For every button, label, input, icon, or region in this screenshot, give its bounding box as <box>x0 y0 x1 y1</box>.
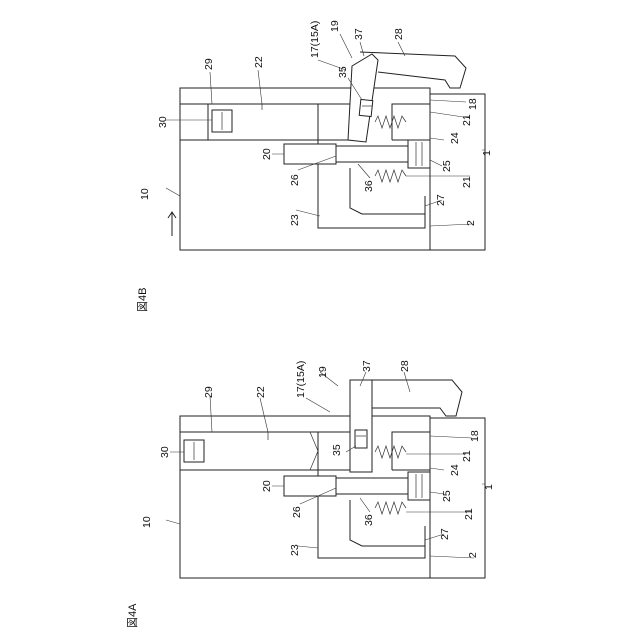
label-21b-4a: 21 <box>463 508 475 520</box>
label-35-4b: 35 <box>337 66 349 78</box>
head-25-4b <box>408 140 430 168</box>
label-1-4b: 1 <box>481 150 493 156</box>
label-24-4a: 24 <box>449 464 461 476</box>
label-29-4b: 29 <box>203 58 215 70</box>
housing-18-4a <box>392 432 430 470</box>
label-21b-4b: 21 <box>461 176 473 188</box>
spring-lower-4a <box>375 502 406 514</box>
label-28-4a: 28 <box>399 360 411 372</box>
label-18-4a: 18 <box>469 430 481 442</box>
label-10-4b: 10 <box>139 188 151 200</box>
label-36-4a: 36 <box>363 514 375 526</box>
label-20-4b: 20 <box>261 148 273 160</box>
label-25-4b: 25 <box>441 160 453 172</box>
label-10-4a: 10 <box>141 516 153 528</box>
figure-4a: 図4A <box>126 360 495 628</box>
label-17-4a: 17(15A) <box>295 361 307 398</box>
shaft-26-4a <box>336 478 408 494</box>
label-30-4b: 30 <box>157 116 169 128</box>
label-2-4b: 2 <box>465 220 477 226</box>
label-22-4a: 22 <box>255 386 267 398</box>
label-18-4b: 18 <box>467 98 479 110</box>
housing-18-4b <box>392 104 430 140</box>
pin-35-4a <box>355 430 367 448</box>
label-24-4b: 24 <box>449 132 461 144</box>
label-2-4a: 2 <box>467 552 479 558</box>
label-25-4a: 25 <box>441 490 453 502</box>
spring-upper-4a <box>375 446 406 458</box>
shaft-26-4b <box>336 146 408 162</box>
lower-rod-20-4a <box>284 476 336 496</box>
label-21a-4b: 21 <box>461 114 473 126</box>
label-28-4b: 28 <box>393 28 405 40</box>
label-21a-4a: 21 <box>461 450 473 462</box>
label-26-4a: 26 <box>291 506 303 518</box>
label-29-4a: 29 <box>203 386 215 398</box>
label-37-4b: 37 <box>353 28 365 40</box>
label-27-4a: 27 <box>439 528 451 540</box>
spring-upper-4b <box>375 116 406 128</box>
spring-lower-4b <box>375 170 406 182</box>
label-17-4b: 17(15A) <box>309 21 321 58</box>
figure-title-4b: 図4B <box>136 288 149 312</box>
label-27-4b: 27 <box>435 194 447 206</box>
label-35-4a: 35 <box>331 444 343 456</box>
label-22-4b: 22 <box>253 56 265 68</box>
label-37-4a: 37 <box>361 360 373 372</box>
head-25-4a <box>408 472 430 500</box>
label-30-4a: 30 <box>159 446 171 458</box>
lever-17-4a <box>350 380 372 472</box>
figure-title-4a: 図4A <box>126 603 139 628</box>
label-19-4a: 19 <box>317 366 329 378</box>
lower-rod-20-4b <box>284 144 336 164</box>
label-19-4b: 19 <box>329 20 341 32</box>
label-23-4a: 23 <box>289 544 301 556</box>
label-1-4a: 1 <box>483 484 495 490</box>
label-36-4b: 36 <box>363 180 375 192</box>
pin-35-4b <box>359 99 373 116</box>
label-20-4a: 20 <box>261 480 273 492</box>
figure-4b: 図4B <box>136 20 493 312</box>
label-26-4b: 26 <box>289 174 301 186</box>
lever-17-4b <box>348 54 378 142</box>
label-23-4b: 23 <box>289 214 301 226</box>
